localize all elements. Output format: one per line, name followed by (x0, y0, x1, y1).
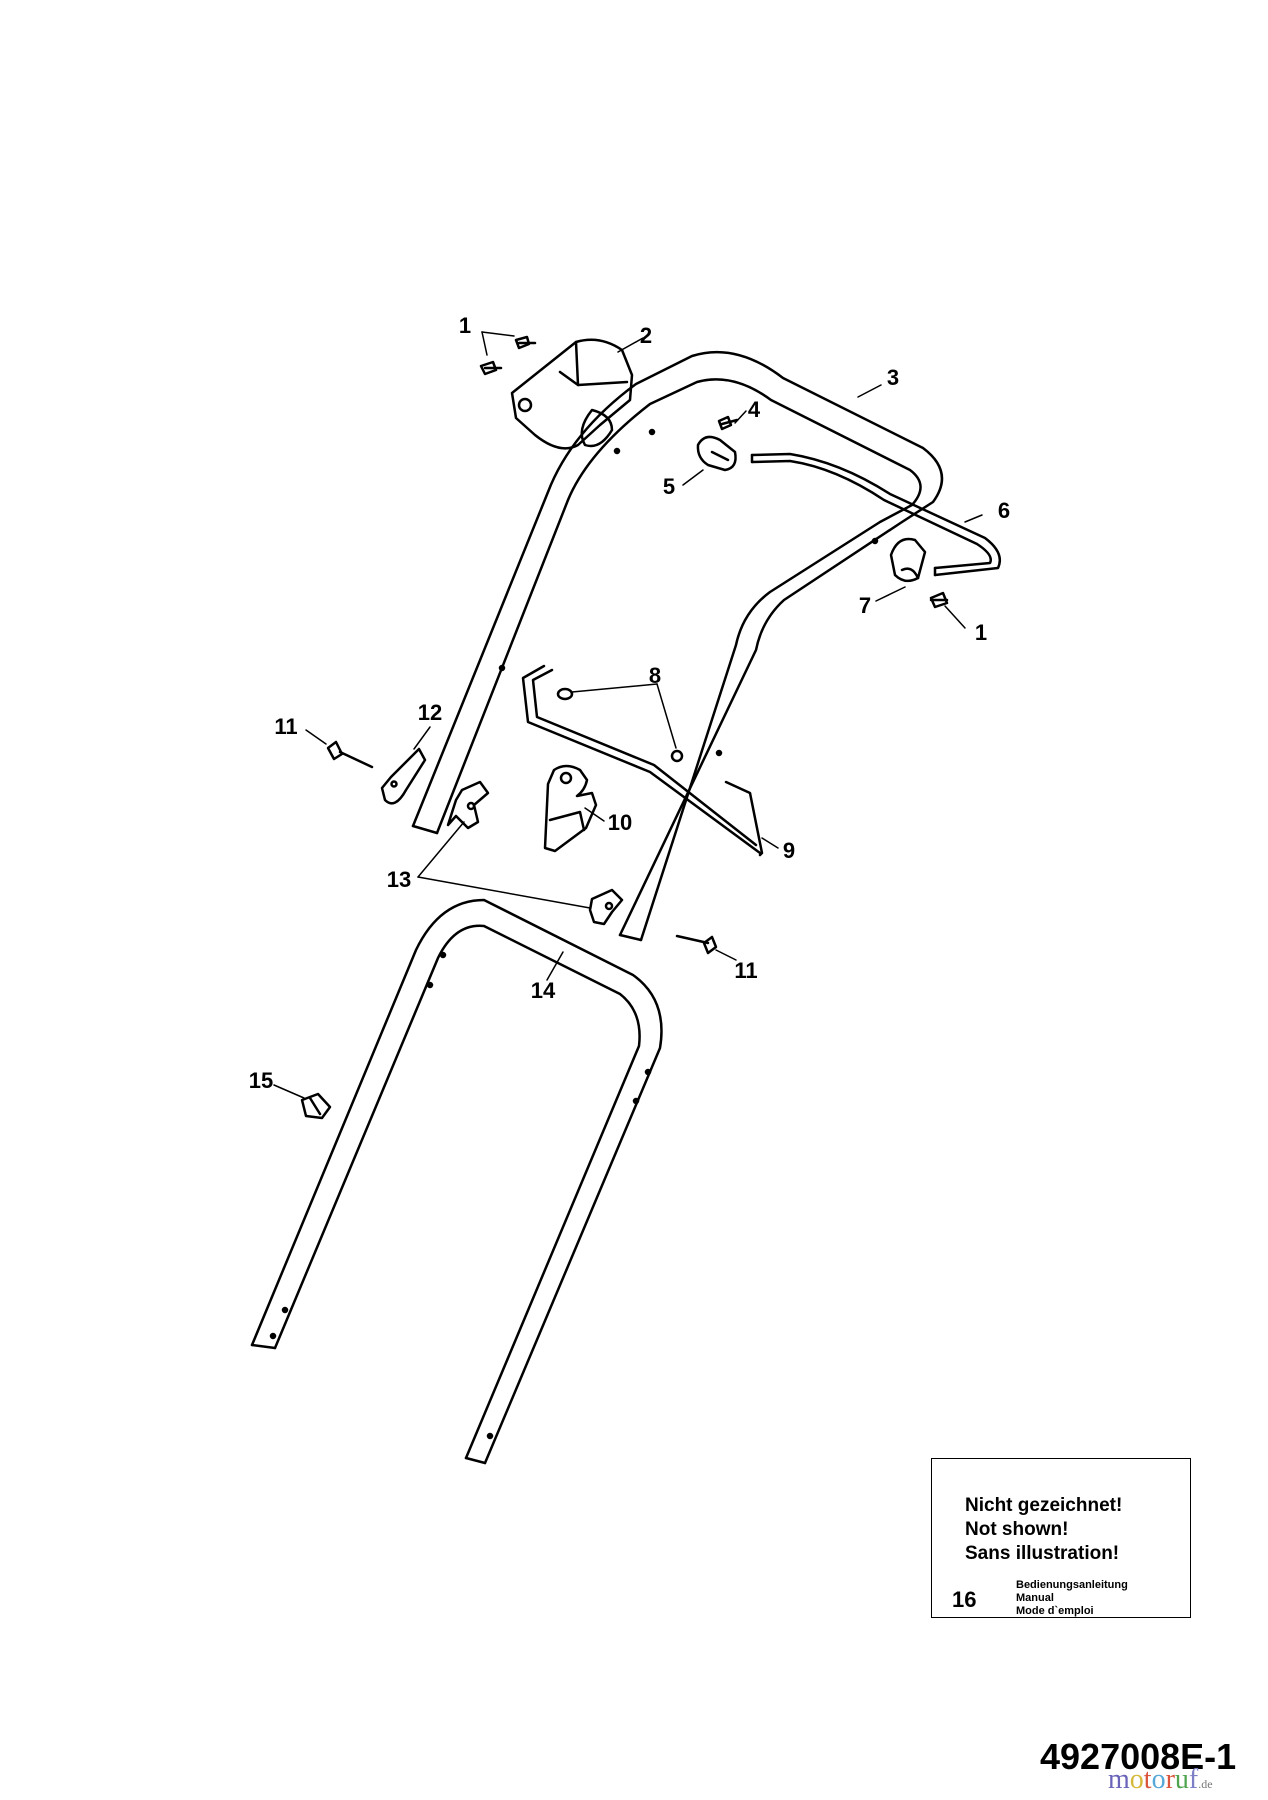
note-item-en: Manual (1016, 1592, 1054, 1604)
callout-label: 5 (663, 474, 675, 499)
screw-part (929, 591, 949, 609)
callout-label: 1 (975, 620, 987, 645)
screw-part (479, 360, 503, 376)
callout-label: 7 (859, 593, 871, 618)
note-line-fr: Sans illustration! (965, 1543, 1120, 1564)
sleeve-part (300, 1092, 332, 1120)
note-item-number: 16 (952, 1587, 977, 1612)
control-cable (750, 452, 1002, 577)
clamp-part (889, 537, 927, 583)
lower-handle-bar (250, 898, 663, 1465)
screw-part (514, 335, 537, 350)
callout-label: 15 (249, 1068, 273, 1093)
callout-label: 8 (649, 663, 661, 688)
callout-label: 4 (748, 397, 761, 422)
watermark-letter: r (1165, 1764, 1175, 1795)
note-item-fr: Mode d`emploi (1016, 1605, 1094, 1617)
knob-part (588, 888, 624, 926)
callout-labels: 1 2 3 4 5 6 7 1 8 11 12 10 9 13 11 14 15 (249, 313, 1010, 1093)
upper-handle-bar (411, 350, 944, 942)
callout-label: 1 (459, 313, 471, 338)
note-item-de: Bedienungsanleitung (1016, 1579, 1128, 1591)
callout-label: 6 (998, 498, 1010, 523)
callout-label: 3 (887, 365, 899, 390)
watermark-letter: t (1143, 1764, 1152, 1795)
screw-part (717, 415, 739, 431)
note-line-en: Not shown! (965, 1519, 1069, 1540)
watermark-letters: motoruf (1108, 1764, 1198, 1795)
callout-label: 2 (640, 323, 652, 348)
watermark-suffix: .de (1198, 1777, 1213, 1791)
callout-label: 14 (531, 978, 556, 1003)
bolt-part (326, 740, 374, 769)
bolt-part (675, 934, 718, 955)
watermark-letter: u (1174, 1764, 1189, 1795)
callout-label: 10 (608, 810, 632, 835)
note-line-de: Nicht gezeichnet! (965, 1495, 1123, 1516)
callout-label: 12 (418, 700, 442, 725)
not-shown-note: Nicht gezeichnet! Not shown! Sans illust… (931, 1458, 1191, 1618)
cable-guide-wire (521, 664, 764, 857)
watermark-logo: motoruf.de (1108, 1764, 1213, 1796)
watermark-letter: m (1108, 1764, 1130, 1795)
callout-label: 11 (274, 714, 297, 739)
leader-lines (273, 331, 983, 1099)
holder-part (543, 764, 598, 853)
watermark-letter: f (1188, 1764, 1199, 1795)
knob-part (446, 780, 490, 830)
drawing-number: 4927008E-1 (1040, 1736, 1237, 1777)
callout-label: 13 (387, 867, 411, 892)
bracket-part (380, 747, 427, 805)
fitting-part (670, 749, 684, 763)
fitting-part (556, 687, 574, 701)
callout-label: 9 (783, 838, 795, 863)
watermark-letter: o (1129, 1764, 1144, 1795)
watermark-letter: o (1151, 1764, 1166, 1795)
cable-clip-part (696, 435, 737, 472)
callout-label: 11 (734, 958, 757, 983)
housing-part (510, 338, 634, 450)
